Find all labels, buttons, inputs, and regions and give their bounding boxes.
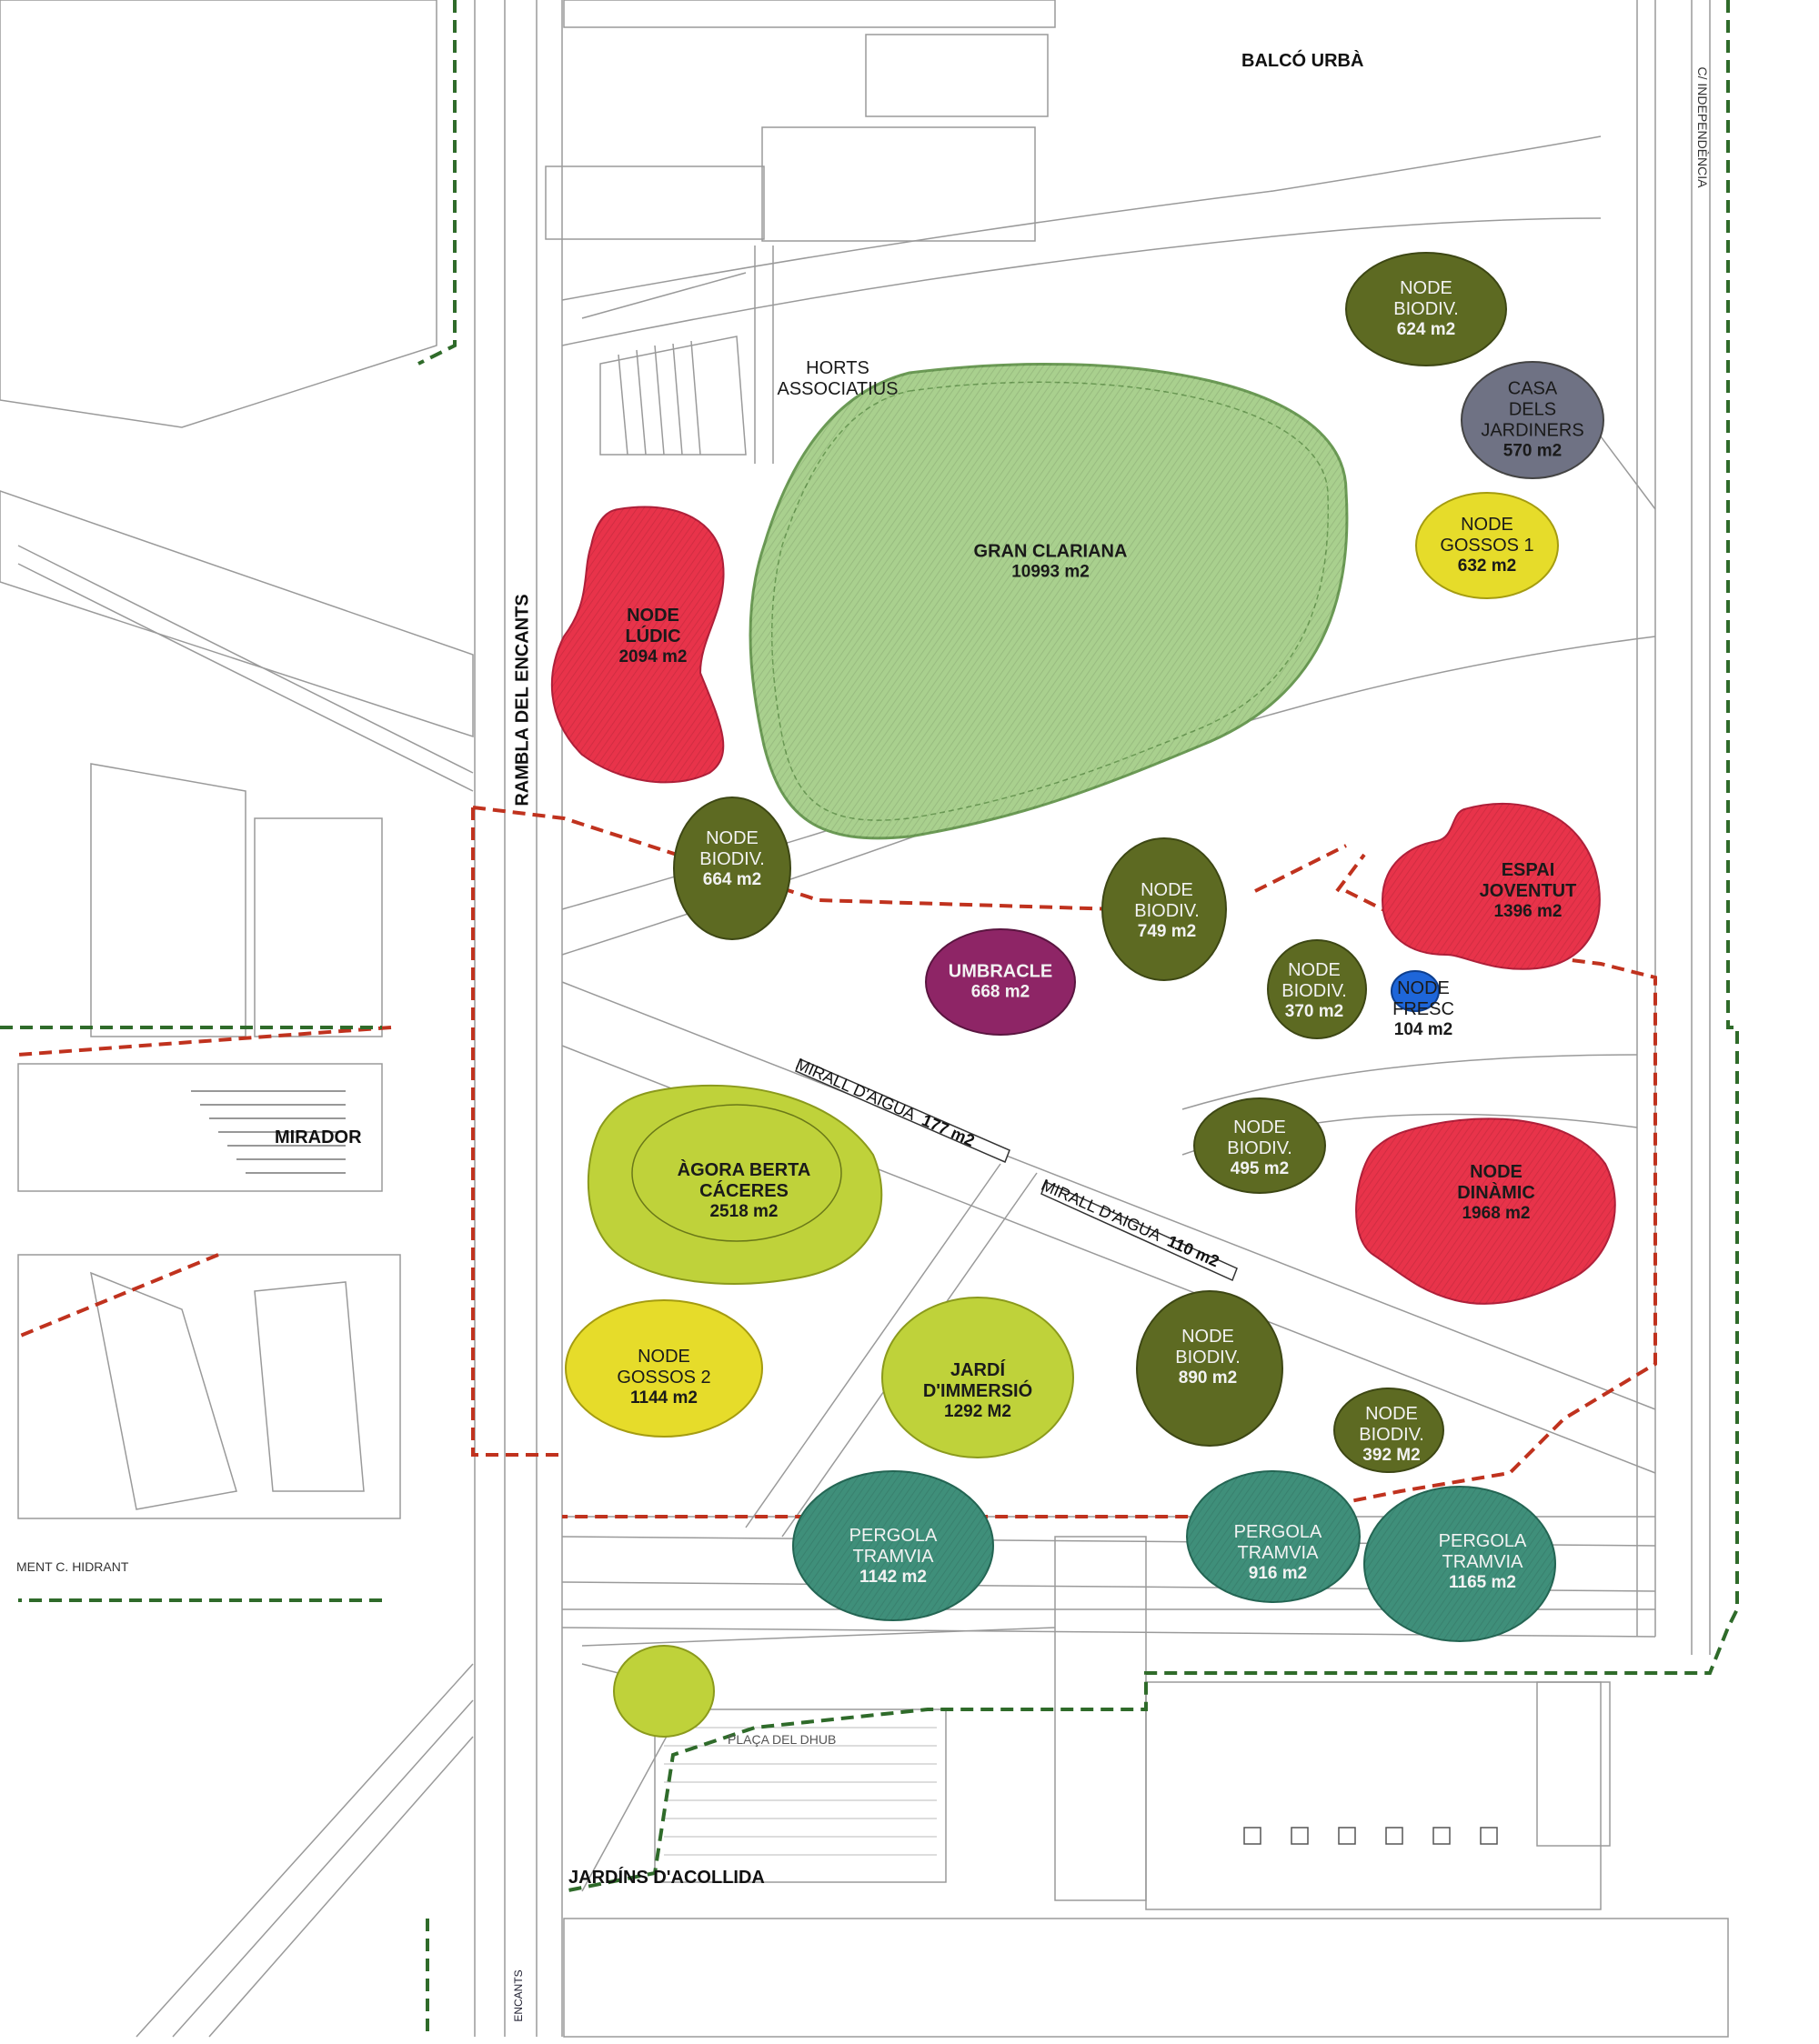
tree-pits bbox=[1243, 1827, 1498, 1845]
hatch-overlays bbox=[551, 364, 1615, 1641]
label-jardins-acollida: JARDÍNS D'ACOLLIDA bbox=[568, 1868, 765, 1888]
zone-biodiv-392[interactable] bbox=[1333, 1388, 1444, 1473]
zone-label-pergola-3: PERGOLA TRAMVIA 1165 m2 bbox=[1438, 1531, 1527, 1593]
zone-label-gossos-1: NODE GOSSOS 1 632 m2 bbox=[1440, 515, 1534, 576]
placa-dhub-grid bbox=[664, 1727, 937, 1856]
mirall-bars bbox=[795, 1058, 1238, 1282]
zone-immersio[interactable] bbox=[881, 1297, 1074, 1458]
zone-biodiv-624[interactable] bbox=[1345, 252, 1507, 366]
zone-label-biodiv-624: NODE BIODIV. 624 m2 bbox=[1393, 278, 1459, 340]
zone-label-gossos-2: NODE GOSSOS 2 1144 m2 bbox=[617, 1347, 711, 1408]
zone-label-biodiv-392: NODE BIODIV. 392 M2 bbox=[1359, 1404, 1424, 1466]
label-horts: HORTS ASSOCIATIUS bbox=[777, 358, 899, 399]
zone-label-biodiv-495: NODE BIODIV. 495 m2 bbox=[1227, 1117, 1292, 1179]
zone-label-clariana: GRAN CLARIANA 10993 m2 bbox=[973, 541, 1128, 582]
label-hidrant: MENT C. HIDRANT bbox=[16, 1559, 129, 1574]
zone-label-biodiv-749: NODE BIODIV. 749 m2 bbox=[1134, 880, 1200, 942]
zone-label-biodiv-664: NODE BIODIV. 664 m2 bbox=[699, 828, 765, 890]
zone-label-umbracle: UMBRACLE 668 m2 bbox=[948, 961, 1053, 1002]
zone-label-biodiv-890: NODE BIODIV. 890 m2 bbox=[1175, 1327, 1241, 1388]
zone-gossos-2[interactable] bbox=[565, 1299, 763, 1438]
zone-biodiv-370[interactable] bbox=[1267, 939, 1367, 1039]
zone-label-biodiv-370: NODE BIODIV. 370 m2 bbox=[1281, 960, 1347, 1022]
label-balco-urba: BALCÓ URBÀ bbox=[1241, 51, 1364, 71]
label-encants-bottom: ENCANTS bbox=[512, 1969, 525, 2022]
zone-biodiv-749[interactable] bbox=[1101, 837, 1227, 981]
zone-casa-jardiners[interactable] bbox=[1461, 361, 1604, 479]
zone-label-dinamic: NODE DINÀMIC 1968 m2 bbox=[1457, 1162, 1535, 1224]
zone-biodiv-495[interactable] bbox=[1193, 1097, 1326, 1194]
zone-label-joventut: ESPAI JOVENTUT 1396 m2 bbox=[1479, 860, 1577, 922]
label-c-independencia: C/ INDEPENDÈNCIA bbox=[1695, 66, 1710, 188]
zone-biodiv-890[interactable] bbox=[1136, 1290, 1283, 1447]
zone-label-pergola-2: PERGOLA TRAMVIA 916 m2 bbox=[1233, 1522, 1322, 1584]
zone-fresc[interactable] bbox=[1391, 970, 1440, 1012]
zone-umbracle[interactable] bbox=[925, 928, 1076, 1036]
boundary-green-dashed bbox=[0, 0, 1739, 2037]
zone-agora[interactable] bbox=[587, 1084, 883, 1285]
zone-label-fresc: NODE FRESC 104 m2 bbox=[1392, 978, 1454, 1040]
label-rambla-encants: RAMBLA DEL ENCANTS bbox=[512, 594, 533, 807]
label-mirador: MIRADOR bbox=[275, 1127, 362, 1147]
zone-gossos-1[interactable] bbox=[1415, 492, 1559, 599]
zone-biodiv-664[interactable] bbox=[673, 797, 791, 940]
zone-label-pergola-1: PERGOLA TRAMVIA 1142 m2 bbox=[849, 1526, 938, 1588]
zone-label-agora: ÀGORA BERTA CÁCERES 2518 m2 bbox=[677, 1160, 811, 1222]
zone-acollida bbox=[613, 1645, 715, 1738]
zone-label-casa: CASA DELS JARDINERS 570 m2 bbox=[1481, 378, 1584, 461]
zone-label-immersio: JARDÍ D'IMMERSIÓ 1292 M2 bbox=[922, 1360, 1033, 1422]
label-placa-dhub: PLAÇA DEL DHUB bbox=[728, 1732, 837, 1747]
zone-label-ludic: NODE LÚDIC 2094 m2 bbox=[618, 606, 688, 667]
